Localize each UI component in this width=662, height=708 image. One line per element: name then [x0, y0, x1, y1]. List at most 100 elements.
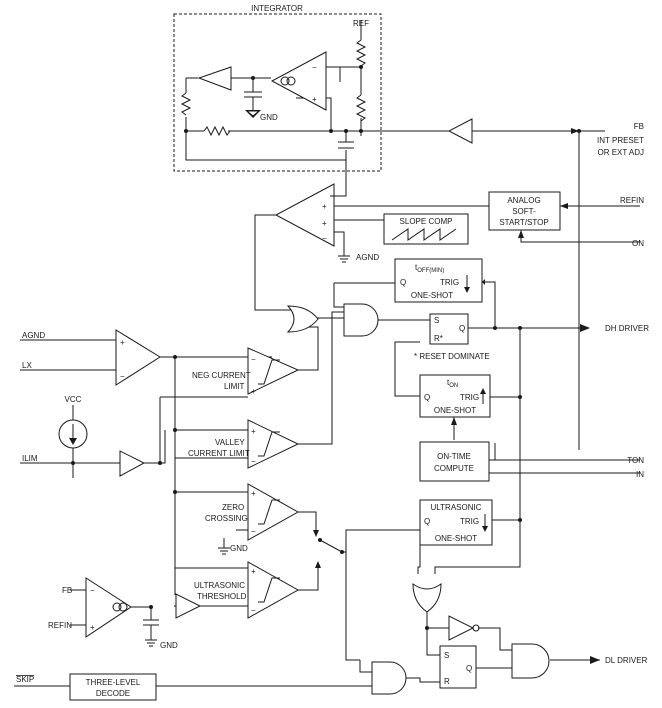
- integrator-boundary: [173, 13, 382, 172]
- ton-pin-label: TON: [627, 456, 644, 465]
- ultrasonic-buffer: [175, 593, 202, 619]
- vcc-pin-label: VCC: [65, 395, 82, 404]
- ultrasonic-threshold-comparator: + −: [247, 561, 300, 619]
- on-pin-label: ON: [632, 239, 644, 248]
- sr-r: R*: [434, 334, 443, 343]
- sr-s: S: [434, 316, 439, 325]
- uth-gnd-label: GND: [160, 641, 178, 650]
- in-pin-label: IN: [636, 470, 644, 479]
- ton-one-shot: [419, 374, 491, 418]
- ton-name: ONE-SHOT: [434, 406, 476, 415]
- toff-name: ONE-SHOT: [411, 291, 453, 300]
- slope-comp-label: SLOPE COMP: [400, 217, 453, 226]
- lx-pin-label: LX: [22, 361, 32, 370]
- uth-plus: +: [251, 567, 256, 576]
- toff-trig: TRIG: [440, 278, 459, 287]
- uamp-plus: +: [90, 623, 95, 632]
- neg-minus: −: [251, 355, 256, 364]
- zero-line1: ZERO: [222, 503, 244, 512]
- ref-label: REF: [353, 19, 369, 28]
- ext-adj-label: OR EXT ADJ: [597, 148, 644, 157]
- err-plus-1: +: [322, 202, 327, 211]
- integrator-gnd-label: GND: [260, 113, 278, 122]
- ilim-pin-label: ILIM: [22, 454, 38, 463]
- toff-t: tOFF(MIN): [415, 263, 444, 274]
- current-sense-amp: [115, 329, 161, 386]
- integrator-buffer: [197, 66, 232, 91]
- valley-current-comparator: + −: [247, 419, 300, 469]
- and-gate-dl: [511, 643, 550, 679]
- soft-start-line3: START/STOP: [499, 218, 548, 227]
- on-time-compute: [419, 441, 490, 482]
- neg-current-comparator: − +: [247, 347, 300, 396]
- sr-latch-dl: [439, 645, 477, 689]
- dh-driver-label: DH DRIVER: [605, 324, 649, 333]
- dh-arrow: [580, 324, 590, 332]
- valley-minus: −: [251, 457, 256, 466]
- sr2-s: S: [444, 651, 449, 660]
- ultra-q: Q: [424, 517, 430, 526]
- toff-q: Q: [400, 278, 406, 287]
- integrator-title: INTEGRATOR: [251, 4, 303, 13]
- reset-dominate-note: * RESET DOMINATE: [414, 352, 490, 361]
- and-gate-1: [343, 303, 379, 337]
- csa-plus: +: [120, 338, 125, 347]
- valley-line2: CURRENT LIMIT: [188, 449, 250, 458]
- sr2-q: Q: [466, 664, 472, 673]
- uth-minus: −: [251, 606, 256, 615]
- soft-start-line1: ANALOG: [507, 196, 540, 205]
- valley-plus: +: [251, 427, 256, 436]
- three-level-line1: THREE-LEVEL: [86, 678, 141, 687]
- uth-line1: ULTRASONIC: [194, 581, 245, 590]
- fb2-pin-label: FB: [62, 586, 72, 595]
- fb-pin-label: FB: [634, 122, 644, 131]
- uamp-minus: −: [90, 586, 95, 595]
- neg-current-line1: NEG CURRENT: [192, 371, 251, 380]
- or-gate-2: [412, 583, 442, 613]
- three-level-decode: [69, 673, 157, 701]
- error-comparator: [274, 183, 335, 247]
- skip-pin-label: SKIP: [16, 675, 34, 684]
- agnd-ground-label: AGND: [356, 253, 379, 262]
- integrator-amp-minus: −: [312, 63, 317, 72]
- ton-q: Q: [424, 393, 430, 402]
- ton-t: tON: [447, 378, 458, 389]
- sr2-r: R: [444, 677, 450, 686]
- on-time-line1: ON-TIME: [437, 452, 471, 461]
- err-minus: −: [322, 234, 327, 243]
- ultra-title: ULTRASONIC: [431, 503, 482, 512]
- uth-line2: THRESHOLD: [197, 592, 247, 601]
- integrator-capacitor: [338, 141, 354, 149]
- ilim-buffer: [119, 450, 146, 477]
- sr-latch-dh: [429, 313, 469, 345]
- ultrasonic-amp: [85, 577, 132, 638]
- integrator-resistors: [180, 39, 367, 137]
- zero-line2: CROSSING: [205, 514, 248, 523]
- zero-crossing-comparator: + −: [247, 483, 300, 541]
- refin2-pin-label: REFIN: [48, 621, 72, 630]
- agnd-pin-label: AGND: [22, 331, 45, 340]
- and-gate-skip: [371, 661, 407, 695]
- three-level-line2: DECODE: [96, 689, 130, 698]
- soft-start-block: [488, 191, 561, 231]
- zero-minus: −: [251, 527, 256, 536]
- integrator-amp: [270, 51, 327, 111]
- ultrasonic-one-shot: [419, 499, 493, 546]
- junctions: [71, 65, 581, 630]
- wires: [14, 20, 640, 687]
- zero-plus: +: [251, 489, 256, 498]
- fb-buffer: [447, 118, 473, 144]
- ultra-name: ONE-SHOT: [435, 534, 477, 543]
- zero-gnd-label: GND: [230, 544, 248, 553]
- int-preset-label: INT PRESET: [597, 136, 644, 145]
- soft-start-line2: SOFT-: [512, 207, 536, 216]
- err-plus-2: +: [322, 219, 327, 228]
- sr-q: Q: [459, 324, 465, 333]
- or-gate-1: [286, 305, 319, 333]
- ultra-trig: TRIG: [460, 517, 479, 526]
- on-time-line2: COMPUTE: [434, 464, 474, 473]
- neg-current-line2: LIMIT: [224, 382, 245, 391]
- ton-trig: TRIG: [460, 393, 479, 402]
- integrator-amp-plus: +: [312, 95, 317, 104]
